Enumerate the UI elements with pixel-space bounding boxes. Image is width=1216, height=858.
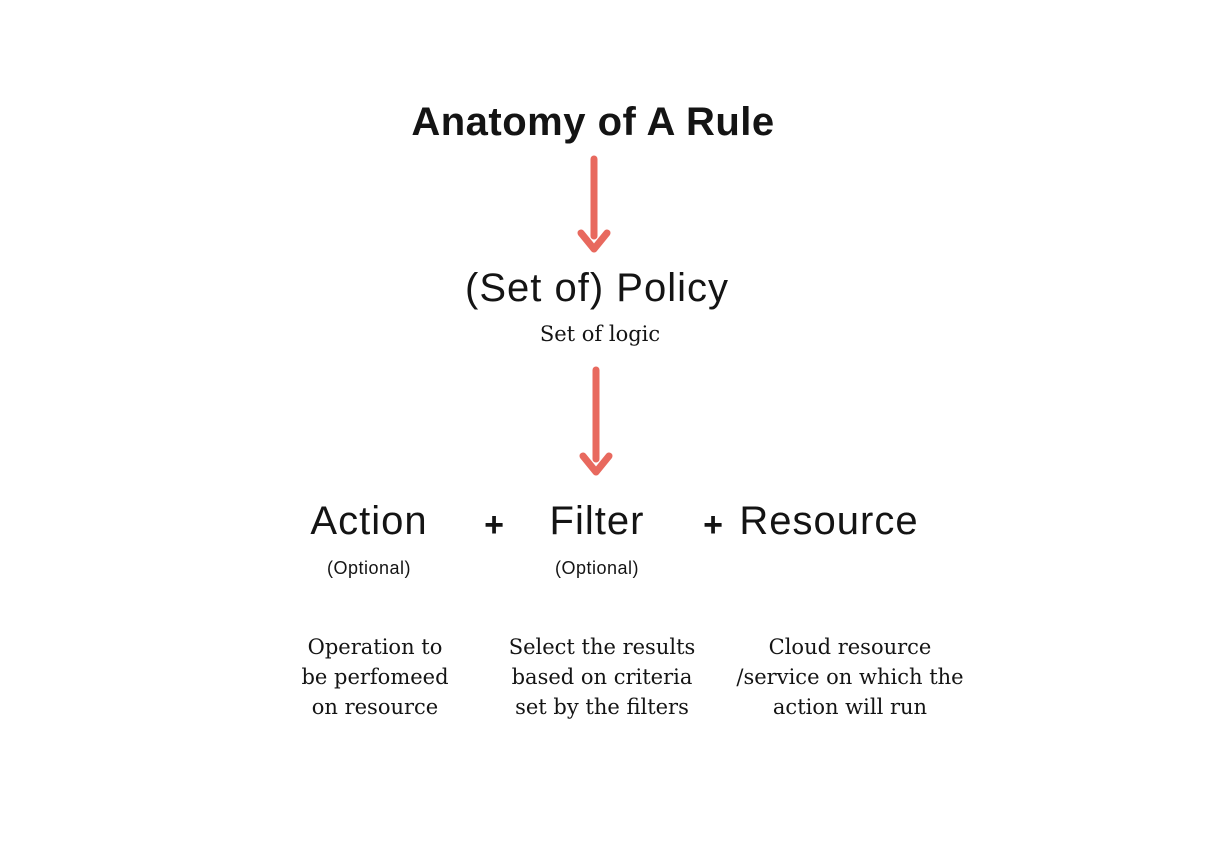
policy-sublabel: Set of logic (539, 322, 661, 346)
arrow-head (577, 229, 611, 253)
optional-qualifier-action: (Optional) (326, 558, 412, 578)
down-arrow-icon (577, 155, 611, 253)
plus-sign: + (484, 506, 504, 544)
component-description-resource: Cloud resource /service on which the act… (736, 635, 964, 719)
component-label-action: Action (310, 499, 428, 543)
plus-sign: + (703, 506, 723, 544)
diagram-title: Anatomy of A Rule (411, 100, 775, 144)
component-label-filter: Filter (549, 499, 645, 543)
optional-qualifier-filter: (Optional) (554, 558, 640, 578)
down-arrow-icon (579, 366, 613, 476)
arrow-head (579, 452, 613, 476)
component-description-action: Operation to be perfomeed on resource (301, 635, 449, 719)
component-description-filter: Select the results based on criteria set… (508, 635, 696, 719)
component-label-resource: Resource (739, 499, 919, 543)
policy-label: (Set of) Policy (465, 266, 729, 310)
